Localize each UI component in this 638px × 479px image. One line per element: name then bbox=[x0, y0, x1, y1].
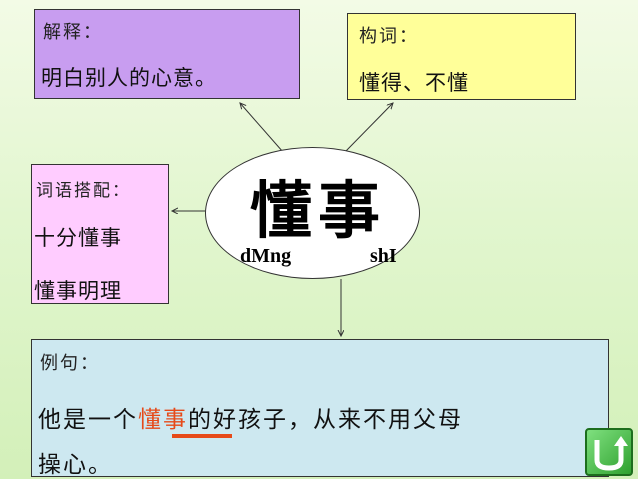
explanation-text: 明白别人的心意。 bbox=[41, 66, 217, 90]
highlight-underline bbox=[172, 434, 232, 438]
word-formation-text: 懂得、不懂 bbox=[359, 71, 469, 95]
center-ellipse bbox=[205, 147, 420, 279]
word-formation-header: 构词： bbox=[359, 26, 419, 47]
example-box: 例句： 他是一个懂事的好孩子，从来不用父母 操心。 bbox=[31, 339, 609, 478]
word-formation-box: 构词： 懂得、不懂 bbox=[347, 13, 576, 100]
example-part-2: 的好孩子，从来不用父母 bbox=[188, 407, 463, 433]
example-line-1: 他是一个懂事的好孩子，从来不用父母 bbox=[38, 400, 463, 434]
center-pinyin-2: shI bbox=[370, 245, 397, 267]
explanation-header: 解释： bbox=[43, 22, 103, 43]
arrow-to-explanation bbox=[240, 103, 284, 153]
center-pinyin-1: dMng bbox=[240, 245, 292, 267]
center-word: 懂事 bbox=[250, 174, 387, 247]
collocation-header: 词语搭配： bbox=[36, 181, 131, 201]
example-part-1: 他是一个 bbox=[38, 407, 138, 433]
example-highlight: 懂事 bbox=[138, 407, 188, 433]
collocation-item-2: 懂事明理 bbox=[34, 279, 122, 303]
example-line-2: 操心。 bbox=[38, 452, 113, 478]
return-arrow-icon bbox=[594, 436, 628, 471]
explanation-box: 解释： 明白别人的心意。 bbox=[34, 9, 300, 99]
arrow-to-word-formation bbox=[344, 103, 393, 153]
return-button[interactable] bbox=[585, 428, 633, 476]
collocation-item-1: 十分懂事 bbox=[34, 226, 122, 250]
collocation-box: 词语搭配： 十分懂事 懂事明理 bbox=[31, 164, 169, 304]
example-header: 例句： bbox=[40, 353, 100, 374]
